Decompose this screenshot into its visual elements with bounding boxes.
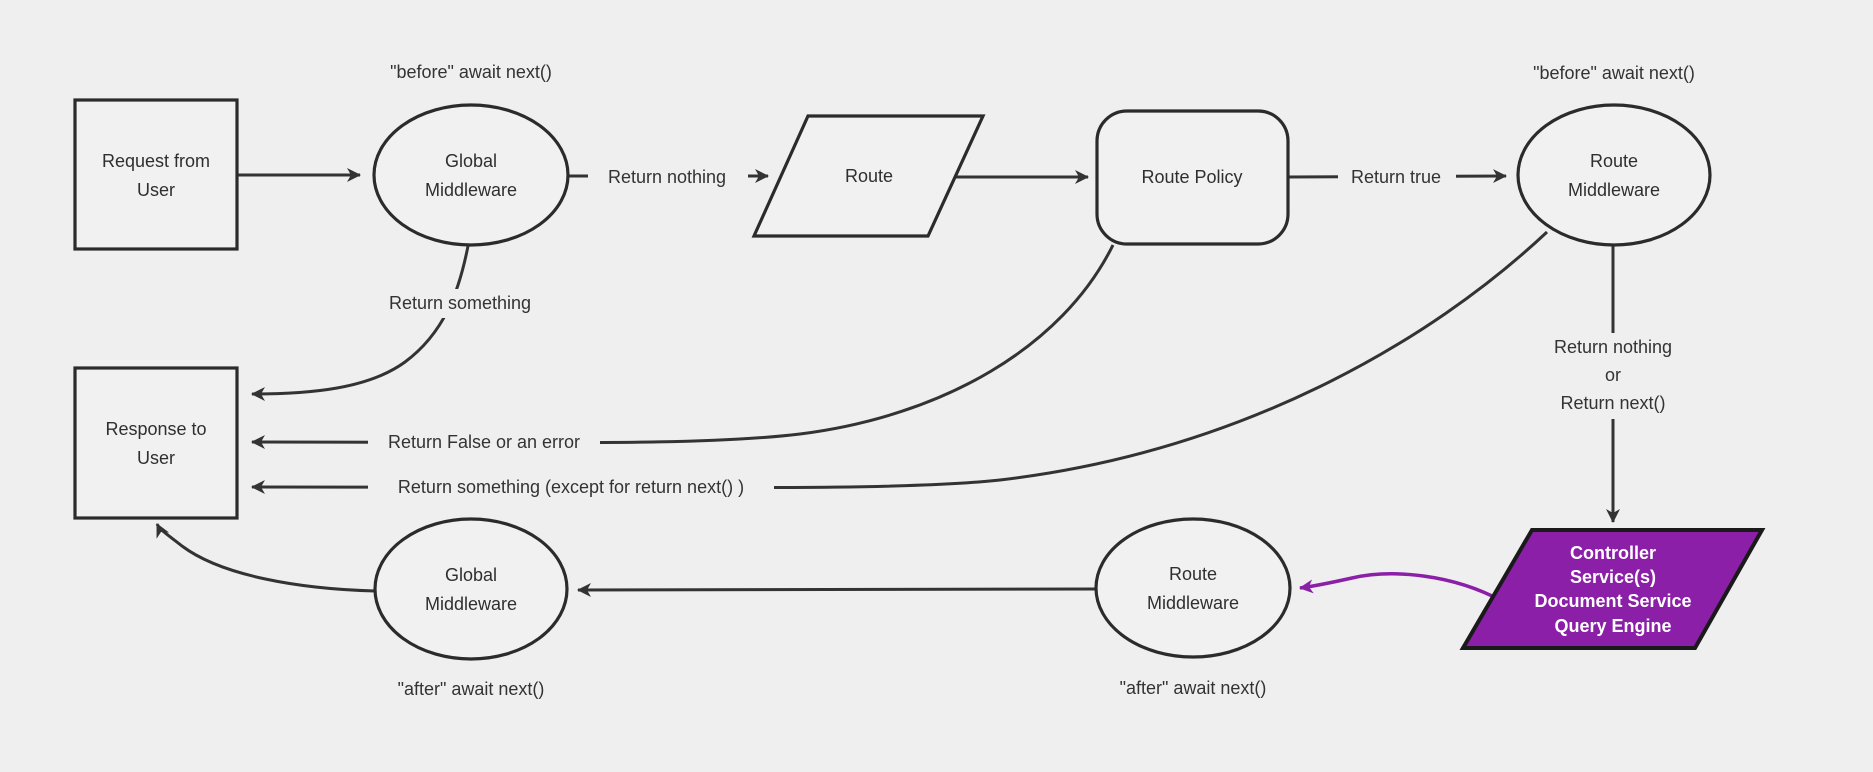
svg-text:Return next(): Return next() [1560, 393, 1665, 413]
label-bg [368, 473, 774, 502]
svg-text:Global: Global [445, 565, 497, 585]
edge-label-return-nothing: Return nothing [588, 162, 748, 191]
controller-parallelogram [1459, 528, 1766, 650]
svg-text:Middleware: Middleware [425, 594, 517, 614]
svg-text:Service(s): Service(s) [1570, 567, 1656, 587]
global-middleware-ellipse [372, 103, 570, 247]
svg-text:Response to: Response to [105, 419, 206, 439]
svg-text:Middleware: Middleware [1568, 180, 1660, 200]
edge-label-return-true: Return true [1338, 162, 1456, 191]
svg-text:Route: Route [1590, 151, 1638, 171]
annotation-after-await-next: "after" await next() [398, 679, 545, 699]
node-global-middleware-top: Global Middleware "before" await next() [372, 62, 570, 247]
nodes: Request from User Global Middleware "bef… [73, 62, 1766, 699]
edge-route-policy-to-response [251, 244, 1115, 450]
response-box [73, 366, 239, 520]
label-bg [1338, 162, 1456, 191]
edge-label-return-something: Return something [372, 289, 548, 318]
svg-text:Route: Route [845, 166, 893, 186]
svg-text:Route Policy: Route Policy [1141, 167, 1242, 187]
svg-text:User: User [137, 180, 175, 200]
node-route-middleware-top: Route Middleware "before" await next() [1516, 63, 1712, 247]
node-response-to-user: Response to User [73, 366, 239, 520]
annotation-before-await-next: "before" await next() [390, 62, 552, 82]
edge-route-middleware-to-global-middleware [577, 582, 1097, 597]
node-route: Route [751, 114, 986, 238]
edge-label-return-something-except: Return something (except for return next… [368, 473, 774, 502]
svg-text:Request from: Request from [102, 151, 210, 171]
node-route-middleware-bottom: Route Middleware "after" await next() [1094, 517, 1292, 698]
svg-text:or: or [1605, 365, 1621, 385]
svg-text:Return nothing: Return nothing [608, 167, 726, 187]
svg-text:Return False or an error: Return False or an error [388, 432, 580, 452]
route-middleware-ellipse [1516, 103, 1712, 247]
edges [155, 168, 1620, 603]
svg-text:Route: Route [1169, 564, 1217, 584]
svg-text:Global: Global [445, 151, 497, 171]
label-bg [1536, 333, 1692, 419]
edge-controller-to-route-middleware-purple [1299, 572, 1503, 603]
svg-text:Return nothing: Return nothing [1554, 337, 1672, 357]
svg-text:Return something (except for r: Return something (except for return next… [398, 477, 744, 497]
label-bg [588, 162, 748, 191]
svg-text:Return something: Return something [389, 293, 531, 313]
annotation-before-await-next: "before" await next() [1533, 63, 1695, 83]
svg-text:Query Engine: Query Engine [1554, 616, 1671, 636]
edge-label-return-false-or-error: Return False or an error [368, 428, 600, 457]
label-bg [372, 289, 548, 318]
global-middleware-ellipse [373, 517, 569, 661]
node-controller-services: Controller Service(s) Document Service Q… [1459, 528, 1766, 650]
request-box [73, 98, 239, 251]
edge-global-middleware-to-response [251, 245, 470, 401]
node-route-policy: Route Policy [1095, 109, 1290, 246]
node-global-middleware-bottom: Global Middleware "after" await next() [373, 517, 569, 699]
route-parallelogram [751, 114, 986, 238]
svg-text:Return true: Return true [1351, 167, 1441, 187]
edge-global-middleware-to-response-bottom [155, 523, 376, 593]
svg-text:Document Service: Document Service [1534, 591, 1691, 611]
edge-labels: Return nothing Return true Return someth… [368, 162, 1692, 502]
svg-text:Middleware: Middleware [1147, 593, 1239, 613]
route-middleware-ellipse [1094, 517, 1292, 659]
node-request-from-user: Request from User [73, 98, 239, 251]
svg-text:Middleware: Middleware [425, 180, 517, 200]
svg-text:Controller: Controller [1570, 543, 1656, 563]
svg-text:User: User [137, 448, 175, 468]
annotation-after-await-next: "after" await next() [1120, 678, 1267, 698]
label-bg [368, 428, 600, 457]
route-policy-box [1095, 109, 1290, 246]
edge-label-return-nothing-or-next: Return nothing or Return next() [1536, 333, 1692, 419]
